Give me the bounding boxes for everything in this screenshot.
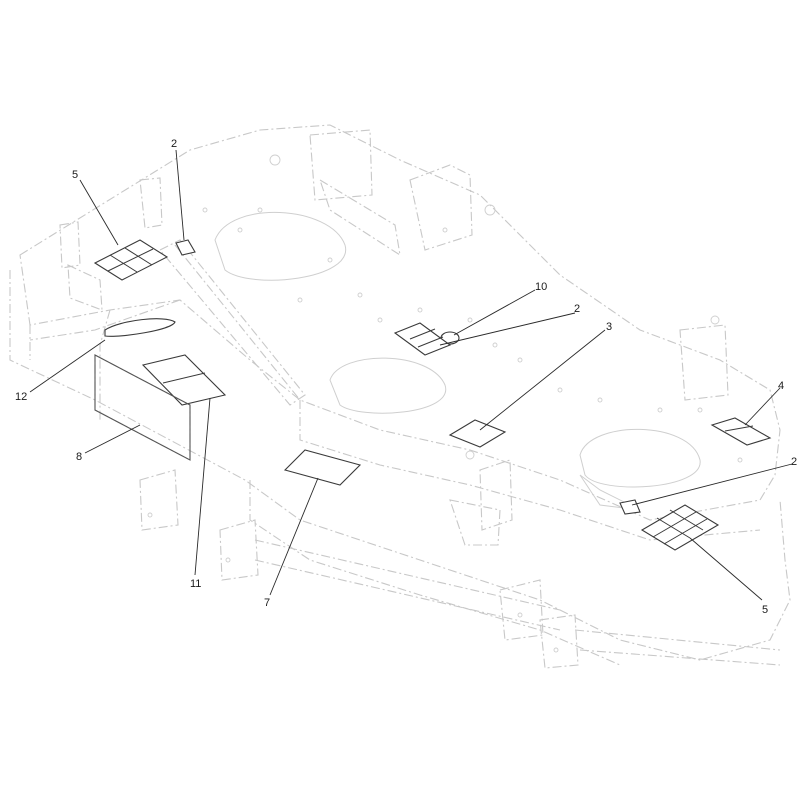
callout-5-bottom: 5 xyxy=(762,604,768,616)
mower-deck-outline xyxy=(9,124,791,669)
decal-3 xyxy=(448,419,507,448)
decal-4 xyxy=(710,417,772,446)
callout-2-top: 2 xyxy=(171,138,177,150)
decal-7 xyxy=(283,449,362,486)
callout-7: 7 xyxy=(264,597,270,609)
callout-2-right: 2 xyxy=(791,456,797,468)
decal-2-top xyxy=(175,239,196,256)
callout-11: 11 xyxy=(190,578,201,590)
decal-8 xyxy=(94,354,191,461)
callout-2-mid: 2 xyxy=(574,303,580,315)
callout-labels: 2 5 10 2 3 4 2 12 8 11 7 5 xyxy=(15,138,797,616)
callout-12: 12 xyxy=(15,391,27,403)
decal-11 xyxy=(141,354,227,406)
decal-5-top xyxy=(93,239,169,281)
decal-5-bottom xyxy=(640,504,720,551)
decal-2-right xyxy=(619,499,641,515)
deck-holes xyxy=(147,154,743,653)
leader-lines xyxy=(29,149,793,601)
callout-8: 8 xyxy=(76,451,82,463)
callout-10: 10 xyxy=(535,281,547,293)
decal-12 xyxy=(104,318,176,337)
callout-4: 4 xyxy=(778,380,784,392)
decal-2-mid xyxy=(393,322,452,356)
callout-5-top: 5 xyxy=(72,169,78,181)
callout-3: 3 xyxy=(606,321,612,333)
